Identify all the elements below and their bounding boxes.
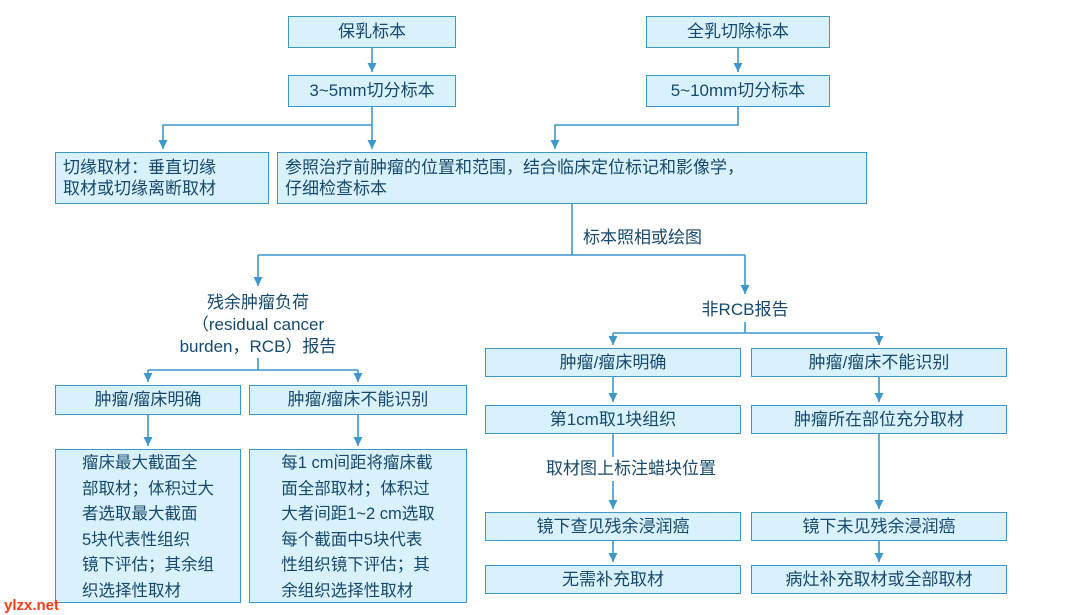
label-non-rcb-report: 非RCB报告 [701,300,789,319]
watermark: ylzx.net [4,597,60,614]
box-nonrcb-tumor-bed-unidentifiable: 肿瘤/瘤床不能识别 [751,348,1007,377]
box-residual-carcinoma-found: 镜下查见残余浸润癌 [485,512,741,541]
box-sample-1-block-per-cm: 第1cm取1块组织 [485,405,741,434]
box-residual-carcinoma-not-found: 镜下未见残余浸润癌 [751,512,1007,541]
box-rcb-clear-detail: 瘤床最大截面全 部取材；体积过大 者选取最大截面 5块代表性组织 镜下评估；其余… [55,449,241,603]
box-rcb-unidentifiable-detail: 每1 cm间距将瘤床截 面全部取材；体积过 大者间距1~2 cm选取 每个截面中… [249,449,467,603]
box-mastectomy-specimen: 全乳切除标本 [646,16,830,48]
box-nonrcb-tumor-bed-clear: 肿瘤/瘤床明确 [485,348,741,377]
box-breast-conserving-specimen: 保乳标本 [288,16,456,48]
box-margin-sampling: 切缘取材：垂直切缘 取材或切缘离断取材 [55,152,269,204]
box-slice-3-5mm: 3~5mm切分标本 [288,75,456,107]
box-rcb-tumor-bed-clear: 肿瘤/瘤床明确 [55,385,241,415]
box-slice-5-10mm: 5~10mm切分标本 [646,75,830,107]
box-sample-tumor-site-fully: 肿瘤所在部位充分取材 [751,405,1007,434]
label-mark-block-positions: 取材图上标注蜡块位置 [512,457,750,481]
box-additional-or-full-sampling: 病灶补充取材或全部取材 [751,565,1007,594]
box-inspect-specimen: 参照治疗前肿瘤的位置和范围，结合临床定位标记和影像学， 仔细检查标本 [277,152,867,204]
label-photo-or-diagram: 标本照相或绘图 [583,228,702,247]
box-rcb-tumor-bed-unidentifiable: 肿瘤/瘤床不能识别 [249,385,467,415]
box-no-additional-sampling: 无需补充取材 [485,565,741,594]
label-rcb-report: 残余肿瘤负荷 （residual cancer burden，RCB）报告 [179,293,337,356]
